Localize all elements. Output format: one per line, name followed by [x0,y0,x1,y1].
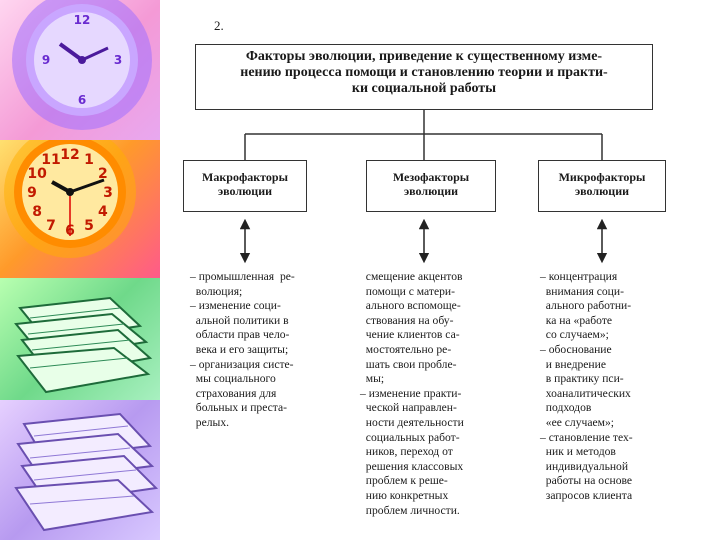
factor-line: ников, переход от [360,445,453,459]
factor-line: ального вспомоще- [360,299,461,313]
factor-line: работы на основе [540,474,633,488]
factor-line: шать свои пробле- [360,357,457,371]
factor-line: – промышленная ре- [190,270,295,283]
clock-numeral: 10 [27,166,47,182]
factor-line: хоаналитических [540,386,631,400]
macrofactors-list: – промышленная ре- волюция;– изменение с… [190,270,295,431]
factor-line: подходов [540,401,592,415]
microfactors-box: Микрофакторы эволюции [538,160,666,212]
mesofactors-heading: Мезофакторы [392,170,470,184]
green-books-image [0,278,160,400]
orange-clock-image: 121234567891011 [0,140,160,278]
title-line: ки социальной работы [351,81,497,97]
factor-line: проблем к реше- [360,474,448,488]
title-line: Факторы эволюции, приведение к существен… [245,49,603,64]
factor-line: – изменение соци- [190,299,281,313]
factor-line: помощи с матери- [360,284,455,298]
clock-numeral: 5 [84,218,94,234]
factor-line: «ее случаем»; [540,415,614,429]
factor-line: волюция; [190,284,243,298]
factor-line: со случаем»; [540,328,609,342]
purple-books-image [0,400,160,540]
factor-line: страхования для [190,386,277,400]
mesofactors-list: смещение акцентов помощи с матери- ально… [360,270,464,518]
factor-line: – становление тех- [540,430,633,444]
factor-line: смещение акцентов [360,270,463,283]
macrofactors-box: Макрофакторы эволюции [183,160,307,212]
factor-line: проблем личности. [360,503,460,517]
factor-line: ности деятельности [360,415,464,429]
clock-numeral: 8 [32,204,42,220]
clock-numeral: 1 [84,152,94,168]
svg-text:6: 6 [78,93,86,107]
factor-line: ник и методов [540,445,616,459]
factor-line: мы социального [190,372,276,386]
factor-line: ческой направлен- [360,401,457,415]
microfactors-list: – концентрация внимания соци- ального ра… [540,270,633,504]
clock-numeral: 9 [27,185,37,201]
svg-text:3: 3 [114,53,122,67]
clock-numeral: 11 [41,152,60,168]
factor-line: и внедрение [540,357,606,371]
microfactors-heading: Микрофакторы [558,170,646,184]
purple-clock-image: 12 3 6 9 [0,0,160,140]
factor-line: запросов клиента [540,488,633,502]
clock-numeral: 12 [60,147,79,163]
factor-line: области прав чело- [190,328,290,342]
svg-text:9: 9 [42,53,50,67]
factor-line: решения классовых [360,459,464,473]
factor-line: – изменение практи- [360,386,462,400]
svg-text:12: 12 [74,13,91,27]
clock-numeral: 2 [98,166,108,182]
factor-line: больных и преста- [190,401,288,415]
clock-numeral: 4 [98,204,108,220]
mesofactors-box: Мезофакторы эволюции [366,160,496,212]
factor-line: мостоятельно ре- [360,342,452,356]
microfactors-heading: эволюции [574,183,630,198]
factor-line: в практику пси- [540,372,624,386]
slide-number: 2. [214,18,224,33]
factor-line: мы; [360,372,385,386]
factor-line: – обоснование [540,342,612,356]
factor-line: социальных работ- [360,430,460,444]
title-line: нению процесса помощи и становлению теор… [240,65,608,81]
macrofactors-heading: Макрофакторы [202,170,288,184]
macrofactors-heading: эволюции [217,183,273,198]
diagram-title-box: Факторы эволюции, приведение к существен… [195,44,653,110]
factor-line: – организация систе- [190,357,294,371]
factor-line: альной политики в [190,313,289,327]
factor-line: ального работни- [540,299,632,313]
factor-line: – концентрация [540,270,618,283]
factor-line: ствования на обу- [360,313,454,327]
factor-line: нию конкретных [360,488,449,502]
factor-line: чение клиентов са- [360,328,460,342]
factor-line: индивидуальной [540,459,629,473]
factor-line: ка на «работе [540,313,613,327]
factor-line: внимания соци- [540,284,624,298]
clock-numeral: 3 [103,185,113,201]
clock-numeral: 7 [46,218,56,234]
factor-line: века и его защиты; [190,342,289,356]
factor-line: релых. [190,415,230,429]
mesofactors-heading: эволюции [403,183,459,198]
